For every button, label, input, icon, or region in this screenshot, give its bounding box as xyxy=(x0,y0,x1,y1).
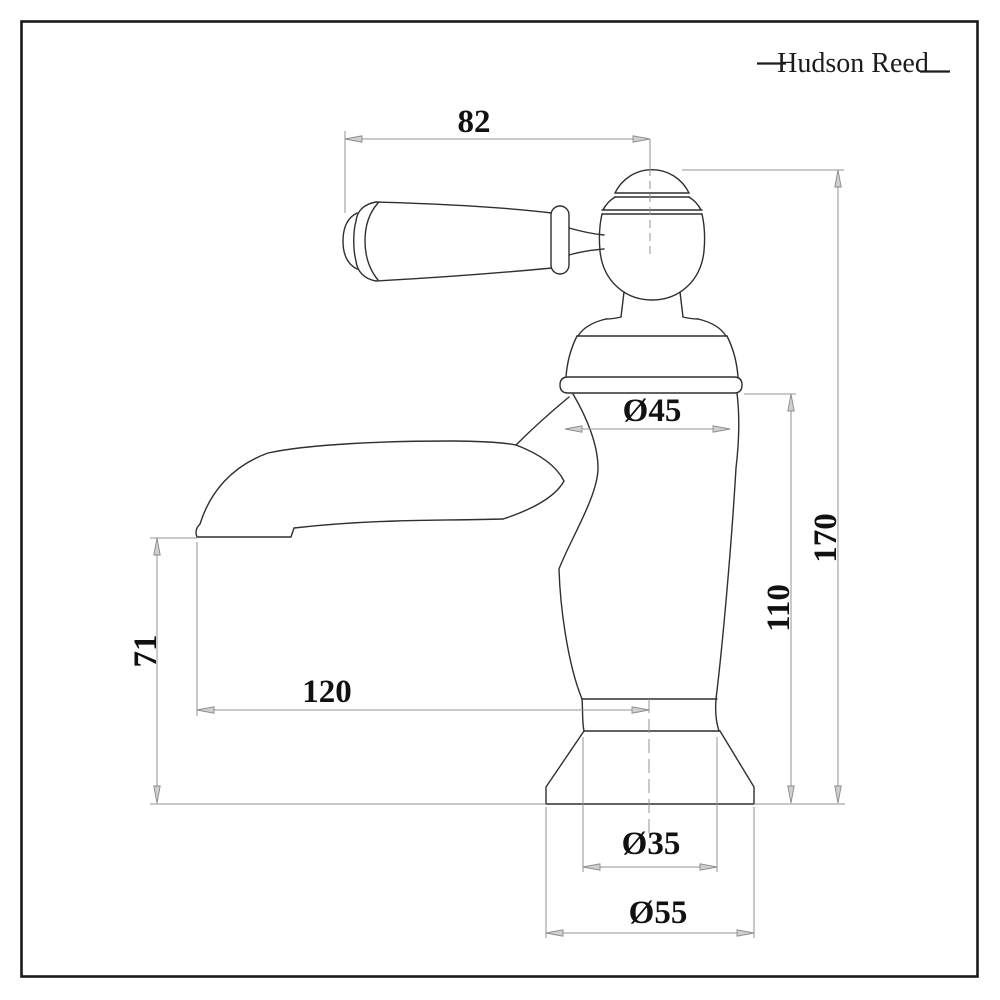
valve-neck-flare-left xyxy=(605,316,622,320)
arrow-170-top xyxy=(834,169,842,188)
collar-bead xyxy=(559,376,743,394)
bell-shoulder-right xyxy=(697,318,727,337)
arrow-d45-left xyxy=(564,425,583,433)
dimension-labels: 82 Ø45 170 110 71 120 Ø35 Ø55 xyxy=(128,104,844,931)
arrow-71-top xyxy=(153,537,161,556)
handle-ball-joint xyxy=(598,213,706,301)
arrow-71-bottom xyxy=(153,785,161,804)
arrow-82-right xyxy=(632,135,651,143)
bell-skirt-right xyxy=(726,335,739,378)
faucet-drawing xyxy=(195,168,755,805)
body-right-edge xyxy=(714,392,740,732)
arrow-110-bottom xyxy=(787,785,795,804)
dim-label-base-diameter: Ø35 xyxy=(622,826,681,862)
brand-logo: Hudson Reed xyxy=(757,48,950,79)
brand-logo-text: Hudson Reed xyxy=(777,48,929,79)
dimension-arrows xyxy=(153,135,842,937)
dim-label-overall-height: 170 xyxy=(808,513,844,563)
arrow-110-top xyxy=(787,393,795,412)
spout-outline xyxy=(195,396,570,538)
base-flange xyxy=(545,730,755,805)
frame-border xyxy=(20,20,979,978)
arrow-d45-right xyxy=(712,425,731,433)
arrow-d35-right xyxy=(699,863,718,871)
arrow-120-right xyxy=(631,706,650,714)
arrow-82-left xyxy=(344,135,363,143)
dim-label-body-diameter: Ø45 xyxy=(623,393,682,429)
arrow-d55-right xyxy=(736,929,755,937)
spout-body-junction-notch xyxy=(502,444,565,520)
handle-end-disc xyxy=(342,212,358,270)
ball-band-flare-right xyxy=(688,196,702,211)
dim-label-spout-height: 71 xyxy=(128,635,164,668)
dim-label-flange-diameter: Ø55 xyxy=(629,895,688,931)
dim-label-handle-length: 82 xyxy=(458,104,491,140)
valve-neck-right xyxy=(679,291,684,318)
valve-neck-flare-right xyxy=(682,316,699,320)
handle-lever-grip xyxy=(353,201,553,282)
handle-collar xyxy=(550,205,570,275)
dim-label-spout-reach: 120 xyxy=(302,674,352,710)
arrow-170-bottom xyxy=(834,785,842,804)
dim-label-body-height: 110 xyxy=(761,584,797,632)
bell-skirt-left xyxy=(565,335,578,378)
body-left-edge xyxy=(558,393,599,732)
bell-shoulder-left xyxy=(577,318,607,337)
arrow-120-left xyxy=(196,706,215,714)
handle-neck-bottom xyxy=(568,248,605,256)
arrow-d55-left xyxy=(545,929,564,937)
handle-grip-contour xyxy=(364,202,379,281)
valve-neck-left xyxy=(620,291,625,318)
arrow-d35-left xyxy=(582,863,601,871)
handle-neck-top xyxy=(568,227,605,236)
ball-band-flare-left xyxy=(602,196,616,211)
ball-dome-cap xyxy=(614,168,690,194)
dimension-lines xyxy=(150,131,845,938)
